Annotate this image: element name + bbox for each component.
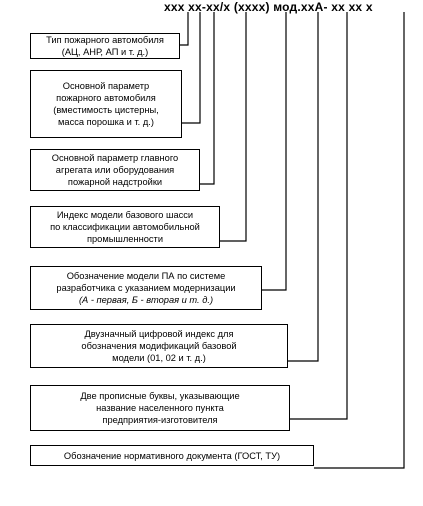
box-normative-document: Обозначение нормативного документа (ГОСТ… [30,445,314,466]
designation-code: xxx xx-xx/x (xxxx) мод.xxA- xx xx x [164,0,373,14]
box-normative-document-text: Обозначение нормативного документа (ГОСТ… [63,450,281,461]
box-chassis-index-text: Индекс модели базового шасси по классифи… [50,210,200,244]
code-group-parameters: xx-xx/x [188,0,231,14]
box-city-letters-text: Две прописные буквы, указывающие названи… [80,391,240,425]
connector-chassis-index [220,12,247,242]
code-group-modification: xx [331,0,346,14]
connector-main-parameter [182,12,201,124]
code-group-type: xxx [164,0,185,14]
connector-type [180,12,189,46]
code-group-chassis: (xxxx) [233,0,270,14]
code-group-city: xx [348,0,363,14]
box-vehicle-type-text: Тип пожарного автомобиля (АЦ, АНР, АП и … [46,35,164,57]
connector-model [262,12,287,291]
code-group-model: мод.xxA- [273,0,328,14]
box-modification-index-text: Двузначный цифровой индекс для обозначен… [81,329,237,363]
connector-aggregate-parameter [200,12,215,185]
box-chassis-index: Индекс модели базового шасси по классифи… [30,206,220,248]
box-model-designation-text: Обозначение модели ПА по системе разрабо… [56,271,236,293]
connector-city [290,12,348,420]
box-modification-index: Двузначный цифровой индекс для обозначен… [30,324,288,368]
connector-standard [314,12,405,469]
box-main-parameter: Основной параметр пожарного автомобиля (… [30,70,182,138]
box-main-parameter-text: Основной параметр пожарного автомобиля (… [53,81,159,127]
code-group-standard: x [365,0,373,14]
box-vehicle-type: Тип пожарного автомобиля (АЦ, АНР, АП и … [30,33,180,59]
box-aggregate-parameter-text: Основной параметр главного агрегата или … [51,153,179,187]
connector-modification [288,12,319,362]
box-model-designation-note: (А - первая, Б - вторая и т. д.) [78,295,214,305]
box-aggregate-parameter: Основной параметр главного агрегата или … [30,149,200,191]
box-city-letters: Две прописные буквы, указывающие названи… [30,385,290,431]
box-model-designation: Обозначение модели ПА по системе разрабо… [30,266,262,310]
